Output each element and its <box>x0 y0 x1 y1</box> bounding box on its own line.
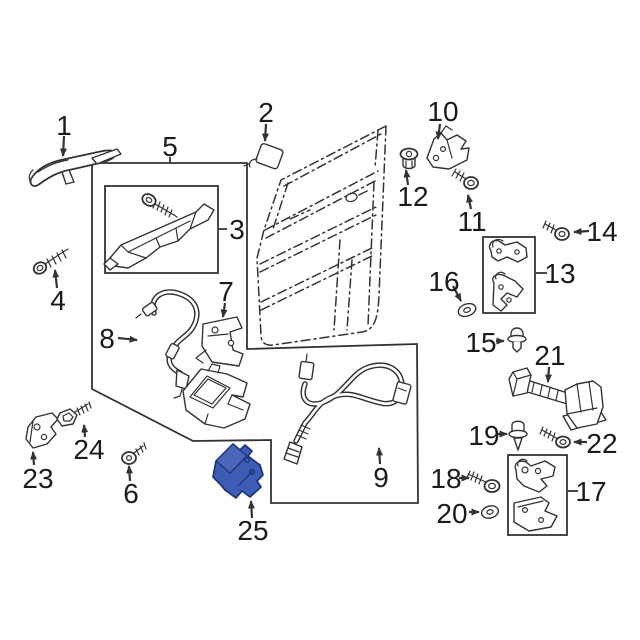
assembly-5-and-9-outline <box>91 162 419 504</box>
callout-15: 15 <box>465 327 496 358</box>
callout-11: 11 <box>457 206 486 237</box>
part-8-cable <box>135 289 200 399</box>
callout-10: 10 <box>427 96 458 127</box>
part-18-screw <box>466 470 501 493</box>
callout-20: 20 <box>436 498 467 529</box>
callout-9: 9 <box>373 462 389 493</box>
part-2-cover-cap <box>243 142 284 170</box>
part-3-bracket-and-screw <box>103 193 215 271</box>
part-4-screw <box>32 248 69 275</box>
callout-14: 14 <box>586 216 617 247</box>
part-17-bracket-box <box>507 454 568 536</box>
part-20-washer <box>480 505 500 519</box>
callout-1: 1 <box>56 110 72 141</box>
part-13-hinge-box <box>482 236 536 314</box>
part-16-grommet <box>457 302 477 318</box>
callout-8: 8 <box>99 323 115 354</box>
part-14-screw <box>542 220 570 241</box>
callout-19: 19 <box>468 420 499 451</box>
part-11-screw <box>451 168 479 190</box>
part-7-bracket <box>195 316 244 367</box>
callout-3: 3 <box>229 214 245 245</box>
part-22-screw <box>539 426 571 449</box>
callout-7: 7 <box>218 276 234 307</box>
callout-6: 6 <box>123 478 139 509</box>
part-10-hinge-bracket <box>426 125 470 170</box>
part-19-retainer-pin <box>508 420 528 451</box>
part-3-inset-box <box>104 185 219 274</box>
callout-12: 12 <box>397 181 428 212</box>
callout-17: 17 <box>575 476 606 507</box>
callout-4: 4 <box>50 285 66 316</box>
callout-22: 22 <box>586 428 617 459</box>
door-latch-body <box>182 363 251 429</box>
callout-2: 2 <box>258 97 274 128</box>
part-24-bolt <box>56 401 92 427</box>
part-1-door-handle <box>28 148 122 187</box>
callout-arrows <box>30 123 590 519</box>
part-23-bracket <box>25 412 59 449</box>
door-panel-outline <box>256 124 387 346</box>
callout-25: 25 <box>237 515 268 546</box>
callout-23: 23 <box>22 463 53 494</box>
part-21-door-check <box>508 367 607 431</box>
part-12-nut <box>399 147 419 170</box>
callout-5: 5 <box>162 131 178 162</box>
callout-24: 24 <box>73 434 104 465</box>
part-6-screw <box>121 442 147 465</box>
part-25-lock-actuator <box>212 443 264 499</box>
callout-13: 13 <box>544 258 575 289</box>
callout-18: 18 <box>430 463 461 494</box>
callout-21: 21 <box>534 340 565 371</box>
callout-labels: 1 2 3 4 5 6 7 8 9 10 11 12 13 14 15 16 1… <box>22 96 617 546</box>
part-9-wire-harness <box>283 353 412 465</box>
callout-16: 16 <box>428 266 459 297</box>
part-15-plug <box>507 327 527 353</box>
